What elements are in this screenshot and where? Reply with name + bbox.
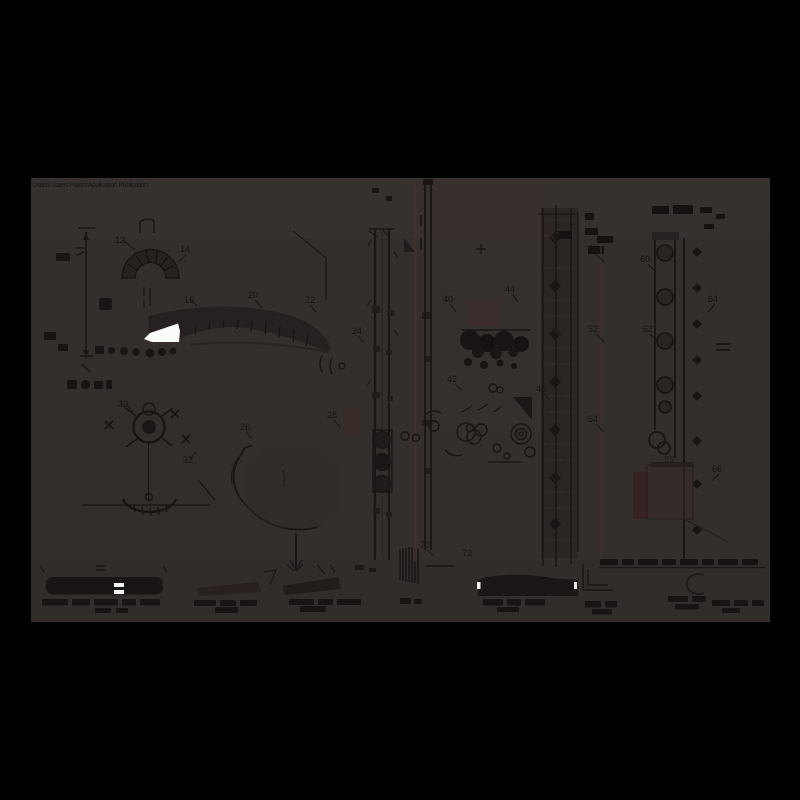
- svg-text:22: 22: [305, 295, 315, 305]
- svg-text:72: 72: [462, 548, 472, 558]
- svg-text:12: 12: [115, 235, 125, 245]
- svg-text:26: 26: [240, 422, 250, 432]
- svg-text:20: 20: [248, 290, 258, 300]
- svg-text:24: 24: [352, 326, 362, 336]
- svg-text:62: 62: [643, 324, 653, 334]
- svg-text:14: 14: [180, 244, 190, 254]
- svg-text:16: 16: [184, 295, 194, 305]
- svg-text:28: 28: [327, 410, 337, 420]
- svg-text:42: 42: [447, 374, 457, 384]
- svg-text:70: 70: [420, 540, 430, 550]
- svg-text:50: 50: [588, 244, 598, 254]
- svg-text:54: 54: [588, 414, 598, 424]
- svg-text:SS: SS: [664, 455, 675, 464]
- svg-text:46: 46: [536, 384, 546, 394]
- svg-text:30: 30: [118, 399, 128, 409]
- svg-text:32: 32: [183, 455, 193, 465]
- svg-text:United States Patent Applicati: United States Patent Application Publica…: [32, 182, 148, 189]
- svg-text:64: 64: [708, 294, 718, 304]
- svg-text:40: 40: [443, 294, 453, 304]
- svg-text:52: 52: [588, 324, 598, 334]
- svg-text:60: 60: [640, 254, 650, 264]
- svg-text:66: 66: [712, 464, 722, 474]
- svg-text:44: 44: [505, 284, 515, 294]
